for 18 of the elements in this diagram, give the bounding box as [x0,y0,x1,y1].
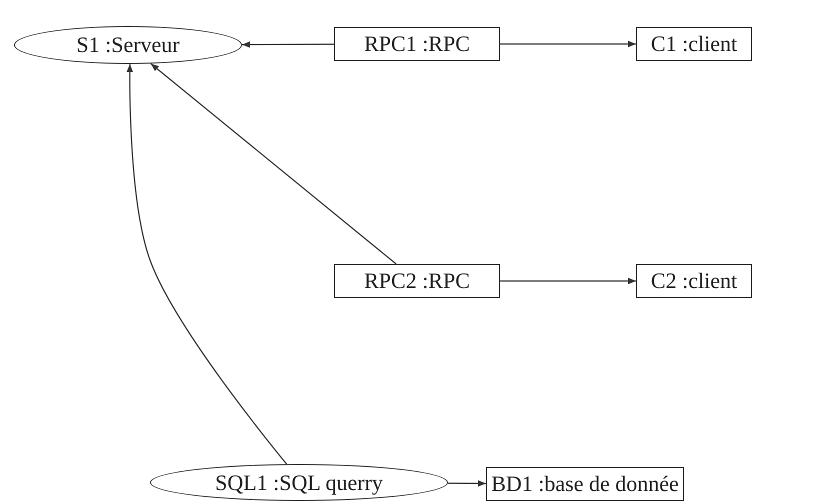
object-label: C2 :client [650,268,738,294]
object-label: C1 :client [650,31,738,57]
object-box [334,264,500,298]
arrow [500,40,636,48]
object-box [486,467,684,501]
object-label: RPC1 :RPC [364,31,470,57]
object-label: S1 :Serveur [76,32,180,58]
arrow [242,41,334,48]
object-label: RPC2 :RPC [364,268,470,294]
arrow [150,63,397,264]
arrow [448,480,486,487]
arrow [500,278,636,284]
object-label: SQL1 :SQL querry [215,470,383,496]
object-box [636,264,752,298]
arrow [126,64,288,464]
object-label: BD1 :base de donnée [491,471,679,497]
object-box [636,27,752,61]
object-box [334,27,500,61]
